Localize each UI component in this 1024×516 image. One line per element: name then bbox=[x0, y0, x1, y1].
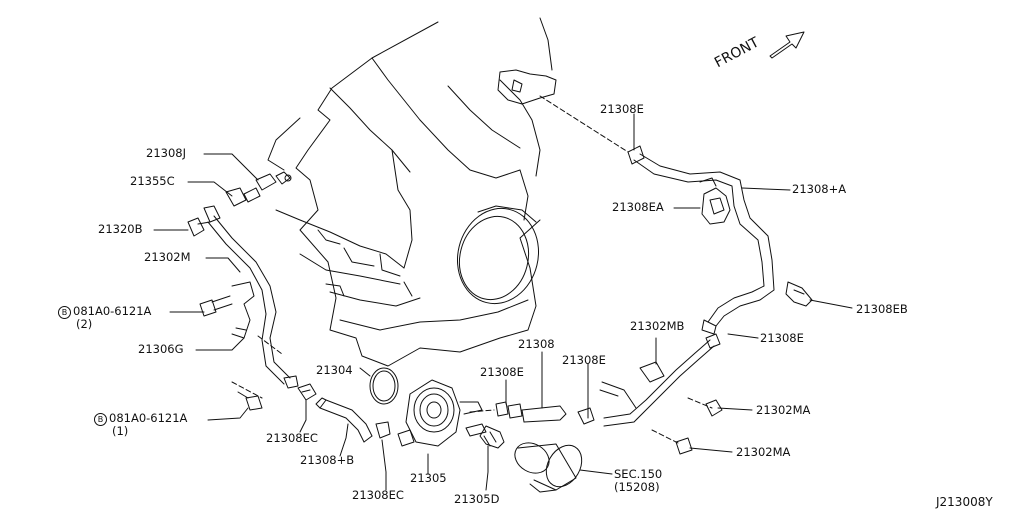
callout-sec150-sub: (15208) bbox=[614, 480, 660, 494]
bracket-21306G bbox=[231, 281, 255, 339]
bolt-code-lower: 081A0-6121A bbox=[109, 411, 188, 425]
clamp-21308EA bbox=[699, 177, 731, 225]
fitting-21308J bbox=[255, 171, 292, 191]
bolt-qty-lower: (1) bbox=[112, 424, 129, 438]
callout-21302MB: 21302MB bbox=[630, 319, 685, 333]
pipe-21302MB bbox=[599, 333, 721, 427]
callout-21302M: 21302M bbox=[144, 250, 191, 264]
callout-21308E-top: 21308E bbox=[600, 102, 644, 116]
callout-21308E-right: 21308E bbox=[562, 353, 606, 367]
bolt-lower bbox=[237, 391, 263, 411]
callout-21305: 21305 bbox=[410, 471, 447, 485]
callout-21308EB: 21308EB bbox=[856, 302, 908, 316]
callout-21308EC-bottom: 21308EC bbox=[352, 488, 404, 502]
clamp-21308EB bbox=[785, 281, 813, 307]
bolt-21302MA-upper bbox=[705, 399, 723, 417]
clamp-21308E-right bbox=[577, 407, 595, 425]
bolt-code-upper: 081A0-6121A bbox=[73, 304, 152, 318]
callout-21302MA-upper: 21302MA bbox=[756, 403, 811, 417]
callout-21308E-side: 21308E bbox=[760, 331, 804, 345]
callout-21308J: 21308J bbox=[146, 146, 186, 160]
bolt-symbol-upper: B bbox=[58, 306, 71, 319]
callout-21304: 21304 bbox=[316, 363, 353, 377]
hose-21308B bbox=[315, 397, 373, 443]
leader-lines bbox=[153, 113, 853, 491]
callout-21308EC-left: 21308EC bbox=[266, 431, 318, 445]
bolt-symbol-lower: B bbox=[94, 413, 107, 426]
bolt-21302MA-lower bbox=[675, 437, 693, 455]
pipe-21302M bbox=[203, 205, 299, 389]
connector-21305D bbox=[465, 423, 505, 449]
oil-cooler-21305 bbox=[397, 379, 483, 447]
crank-pulley bbox=[456, 205, 540, 305]
callout-21308EA: 21308EA bbox=[612, 200, 664, 214]
callout-21306G: 21306G bbox=[138, 342, 184, 356]
engine-block bbox=[267, 17, 557, 367]
bolt-qty-upper: (2) bbox=[76, 317, 93, 331]
callout-21308E-mid: 21308E bbox=[480, 365, 524, 379]
callout-21305D: 21305D bbox=[454, 492, 500, 506]
callout-21355C: 21355C bbox=[130, 174, 175, 188]
clamp-21308EC-bottom bbox=[375, 421, 391, 439]
bolt-21320B bbox=[187, 217, 211, 237]
bolt-upper bbox=[199, 295, 233, 317]
callout-21320B: 21320B bbox=[98, 222, 143, 236]
callout-sec150: SEC.150 bbox=[614, 467, 663, 481]
callout-21308A: 21308+A bbox=[792, 182, 847, 196]
figure-id: J213008Y bbox=[936, 495, 993, 509]
bolt-21355C bbox=[225, 187, 261, 207]
hose-21308A bbox=[627, 145, 775, 335]
clamp-21308EC-left bbox=[297, 383, 317, 401]
callout-21308B: 21308+B bbox=[300, 453, 355, 467]
front-arrow-icon bbox=[769, 31, 805, 59]
oil-filter bbox=[514, 442, 583, 493]
callout-21302MA-lower: 21302MA bbox=[736, 445, 791, 459]
callout-21308: 21308 bbox=[518, 337, 555, 351]
pipe-21308 bbox=[495, 401, 567, 423]
oring-21304 bbox=[369, 367, 399, 405]
